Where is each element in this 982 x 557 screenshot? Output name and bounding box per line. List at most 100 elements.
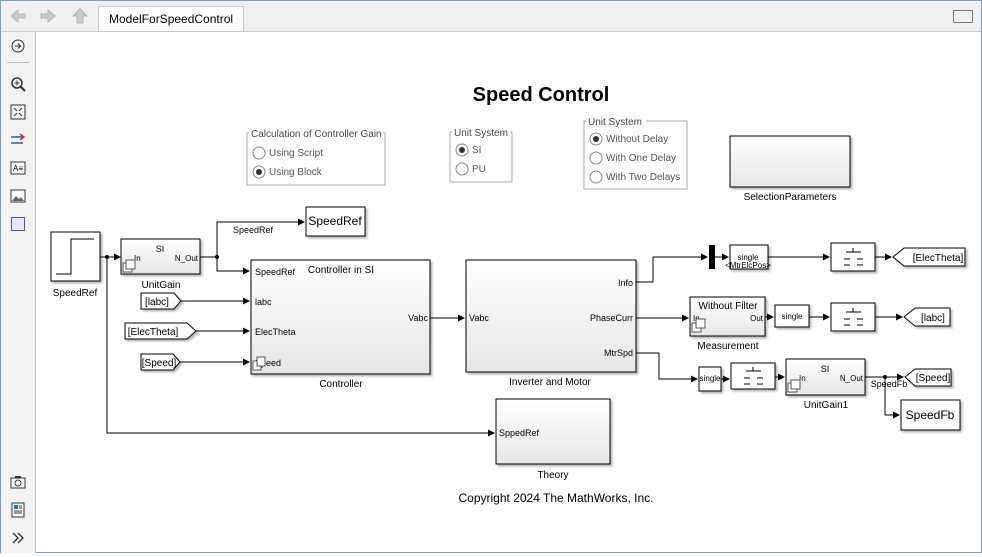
model-canvas[interactable]: Speed Control Copyright 2024 The MathWor… xyxy=(36,32,980,552)
radio-si-dot xyxy=(459,147,465,153)
from-electheta-tag[interactable]: [ElecTheta] xyxy=(124,322,197,340)
controller-subsystem[interactable]: Controller in SI SpeedRef labc ElecTheta… xyxy=(250,259,431,390)
annotation-icon[interactable]: A≡ xyxy=(10,160,26,176)
zoom-in-icon[interactable] xyxy=(10,76,26,92)
radio-two-delays[interactable] xyxy=(589,170,603,184)
up-icon[interactable] xyxy=(71,8,89,24)
goto-electheta-tag[interactable]: [ElecTheta] xyxy=(892,247,966,267)
unitgain-out: N_Out xyxy=(175,254,199,263)
theory-port: SppedRef xyxy=(499,428,540,438)
mtrelcpos-signal-label: <MtrElcPos> xyxy=(725,261,771,270)
convert-single-curr[interactable]: single xyxy=(774,304,810,328)
measurement-subsystem[interactable]: Without Filter In Out Measurement xyxy=(689,296,766,352)
controller-port-labc: labc xyxy=(255,297,272,307)
inverter-port-info: Info xyxy=(618,278,633,288)
from-labc-tag[interactable]: [labc] xyxy=(140,292,182,310)
model-title: Speed Control xyxy=(473,84,610,106)
unitgain1-label: UnitGain1 xyxy=(804,400,849,411)
inverter-port-phasecurr: PhaseCurr xyxy=(590,313,633,323)
rate-transition-3[interactable] xyxy=(730,362,776,390)
convert-single-spd-label: single xyxy=(700,374,721,383)
unitgain-label: UnitGain xyxy=(142,280,181,291)
signal-lines xyxy=(100,218,904,437)
convert-single-elcpos-label: single xyxy=(738,253,759,262)
inverter-port-mtrspd: MtrSpd xyxy=(604,348,633,358)
radio-using-block-label: Using Block xyxy=(269,167,323,178)
unit-system-group: Unit System SI PU xyxy=(449,127,513,183)
from-speed-tag[interactable]: [Speed] xyxy=(140,353,181,371)
measurement-inner: Without Filter xyxy=(699,301,759,312)
signal-arrow-icon[interactable] xyxy=(10,132,26,148)
image-icon[interactable] xyxy=(10,188,26,204)
radio-one-delay[interactable] xyxy=(589,151,603,165)
inverter-label: Inverter and Motor xyxy=(509,377,591,388)
radio-pu[interactable] xyxy=(455,162,469,176)
speedfb-goto-label: SpeedFb xyxy=(906,408,955,422)
controller-port-electheta: ElecTheta xyxy=(255,327,296,337)
unit-delay-group: Unit System Without Delay With One Delay… xyxy=(583,116,688,190)
radio-using-script[interactable] xyxy=(252,146,266,160)
measurement-out: Out xyxy=(750,314,764,323)
convert-single-spd[interactable]: single xyxy=(698,366,722,392)
area-icon[interactable] xyxy=(10,216,26,232)
svg-text:A≡: A≡ xyxy=(13,164,23,173)
radio-two-delays-label: With Two Delays xyxy=(606,172,680,183)
goto-labc-tag[interactable]: [labc] xyxy=(903,307,951,327)
speedfb-signal-label: SpeedFb xyxy=(871,379,908,389)
theory-subsystem[interactable]: SppedRef Theory xyxy=(495,398,611,481)
convert-single-curr-label: single xyxy=(782,312,803,321)
unit-system-title: Unit System xyxy=(454,128,508,139)
hide-browser-icon[interactable] xyxy=(10,38,26,54)
controller-port-speed: Speed xyxy=(255,358,281,368)
back-icon[interactable] xyxy=(9,8,27,24)
radio-using-block-dot xyxy=(256,169,262,175)
radio-one-delay-label: With One Delay xyxy=(606,153,676,164)
bus-selector-block[interactable] xyxy=(709,245,715,269)
controller-label: Controller xyxy=(319,379,363,390)
goto-labc-label: [labc] xyxy=(921,313,945,324)
controller-port-speedref: SpeedRef xyxy=(255,267,296,277)
unitgain1-block[interactable]: SI In N_Out UnitGain1 xyxy=(785,358,866,411)
speedref-step-label: SpeedRef xyxy=(53,288,98,299)
radio-using-script-label: Using Script xyxy=(269,148,323,159)
tab-model[interactable]: ModelForSpeedControl xyxy=(98,6,245,31)
convert-single-elcpos[interactable]: single <MtrElcPos> xyxy=(725,244,771,270)
speedfb-goto-block[interactable]: SpeedFb xyxy=(900,399,961,431)
unitgain-in: In xyxy=(134,254,141,263)
gain-calc-title: Calculation of Controller Gain xyxy=(251,129,382,140)
toolbar-separator xyxy=(7,62,29,63)
copyright-text: Copyright 2024 The MathWorks, Inc. xyxy=(459,491,654,505)
block-diagram: Speed Control Copyright 2024 The MathWor… xyxy=(50,84,966,505)
from-electheta-label: [ElecTheta] xyxy=(128,327,179,338)
unitgain1-out: N_Out xyxy=(840,374,864,383)
unitgain-block[interactable]: SI In N_Out UnitGain xyxy=(120,238,201,291)
report-icon[interactable] xyxy=(10,502,26,518)
goto-speed-tag[interactable]: [Speed] xyxy=(904,368,952,387)
rate-transition-1[interactable] xyxy=(830,242,876,272)
theory-label: Theory xyxy=(537,470,568,481)
goto-speed-label: [Speed] xyxy=(916,373,951,384)
unitgain1-unit: SI xyxy=(821,364,830,374)
unit-delay-title: Unit System xyxy=(588,117,642,128)
speedref-goto-block[interactable]: SpeedRef xyxy=(305,206,366,237)
from-labc-label: [labc] xyxy=(145,297,169,308)
controller-port-vabc: Vabc xyxy=(408,313,428,323)
camera-icon[interactable] xyxy=(10,474,26,490)
top-bar: ModelForSpeedControl xyxy=(1,1,981,32)
speedref-step-block[interactable]: SpeedRef xyxy=(50,231,101,299)
unitgain1-in: In xyxy=(799,374,806,383)
rate-transition-2[interactable] xyxy=(830,302,876,332)
goto-electheta-label: [ElecTheta] xyxy=(913,253,964,264)
left-toolbar: A≡ xyxy=(1,32,36,553)
forward-icon[interactable] xyxy=(39,8,57,24)
fit-view-icon[interactable] xyxy=(10,104,26,120)
radio-si-label: SI xyxy=(472,145,481,156)
gain-calc-group: Calculation of Controller Gain Using Scr… xyxy=(246,128,386,186)
selection-parameters-block[interactable]: SelectionParameters xyxy=(729,135,851,203)
radio-without-delay-label: Without Delay xyxy=(606,134,668,145)
expand-icon[interactable] xyxy=(10,530,26,546)
speedref-goto-label: SpeedRef xyxy=(308,214,362,228)
keyboard-icon[interactable] xyxy=(953,10,973,23)
inverter-motor-subsystem[interactable]: Vabc Info PhaseCurr MtrSpd Inverter and … xyxy=(465,259,637,388)
